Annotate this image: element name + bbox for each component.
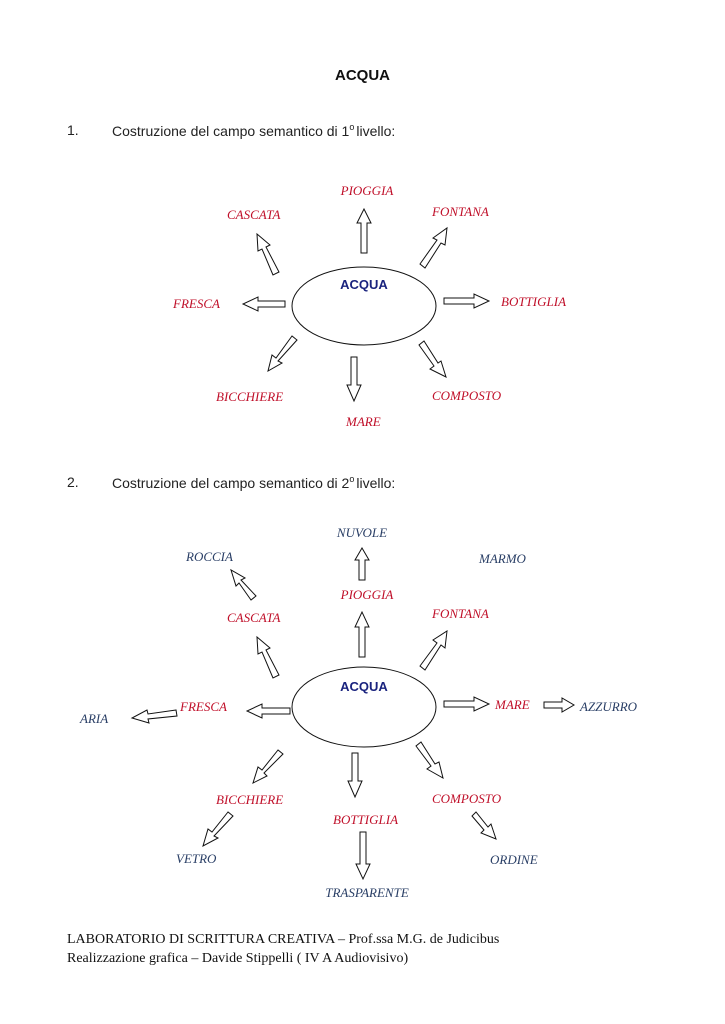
arrow-up-left-l2 <box>230 568 257 601</box>
word-fresca: FRESCA <box>172 296 220 311</box>
word-bottiglia: BOTTIGLIA <box>333 812 398 827</box>
footer: LABORATORIO DI SCRITTURA CREATIVA – Prof… <box>67 930 499 968</box>
word-roccia: ROCCIA <box>185 549 233 564</box>
word-ordine: ORDINE <box>490 852 538 867</box>
center-label: ACQUA <box>340 277 388 292</box>
arrow-up-left <box>256 635 280 679</box>
word-bicchiere: BICCHIERE <box>216 792 283 807</box>
footer-line-2: Realizzazione grafica – Davide Stippelli… <box>67 951 409 966</box>
section-text-end: livello: <box>356 123 396 139</box>
arrow-right <box>443 293 491 309</box>
arrow-down-right-l2 <box>471 811 497 840</box>
section-text-sup: o <box>349 474 355 484</box>
word-cascata: CASCATA <box>227 610 281 625</box>
word-composto: COMPOSTO <box>432 791 502 806</box>
arrow-down <box>346 356 362 403</box>
word-fresca: FRESCA <box>179 699 227 714</box>
word-fontana: FONTANA <box>431 606 489 621</box>
section-text-main: Costruzione del campo semantico di 2 <box>112 475 350 491</box>
word-nuvole: NUVOLE <box>336 525 387 540</box>
arrow-down-left <box>267 335 298 373</box>
center-ellipse <box>291 666 437 748</box>
arrow-up <box>356 207 372 254</box>
word-trasparente: TRASPARENTE <box>325 885 409 900</box>
page-title: ACQUA <box>335 67 390 84</box>
arrow-left <box>241 296 286 312</box>
diagram-1: ACQUA PI <box>172 183 566 429</box>
section-text-main: Costruzione del campo semantico di 1 <box>112 123 350 139</box>
arrow-left-l2 <box>130 709 178 724</box>
center-label: ACQUA <box>340 679 388 694</box>
arrow-down-left-l2 <box>202 811 234 848</box>
arrow-right <box>443 696 491 712</box>
arrow-left <box>245 703 291 719</box>
word-pioggia: PIOGGIA <box>340 183 394 198</box>
arrow-up <box>354 610 370 658</box>
arrow-down-l2 <box>355 831 371 881</box>
arrow-down-right <box>415 741 444 780</box>
word-bottiglia: BOTTIGLIA <box>501 294 566 309</box>
word-aria: ARIA <box>79 711 108 726</box>
arrow-down-right <box>418 340 447 378</box>
word-mare: MARE <box>345 414 381 429</box>
word-mare: MARE <box>494 697 530 712</box>
arrow-up-right <box>419 226 448 269</box>
word-marmo: MARMO <box>478 551 527 566</box>
arrow-down <box>347 752 363 799</box>
word-vetro: VETRO <box>176 851 217 866</box>
section-text-end: livello: <box>356 475 396 491</box>
center-ellipse <box>291 266 437 346</box>
word-fontana: FONTANA <box>431 204 489 219</box>
word-cascata: CASCATA <box>227 207 281 222</box>
word-composto: COMPOSTO <box>432 388 502 403</box>
word-pioggia: PIOGGIA <box>340 587 394 602</box>
section-text-sup: o <box>349 122 355 132</box>
arrow-up-left <box>256 232 280 276</box>
footer-line-1: LABORATORIO DI SCRITTURA CREATIVA – Prof… <box>67 932 500 947</box>
arrow-right-l2 <box>543 697 575 713</box>
section-number: 1. <box>67 122 79 138</box>
diagram-2: ACQUA <box>79 525 638 900</box>
arrow-down-left <box>252 749 284 784</box>
arrow-up-l2 <box>354 547 370 581</box>
word-azzurro: AZZURRO <box>579 699 638 714</box>
section-number: 2. <box>67 474 79 490</box>
word-bicchiere: BICCHIERE <box>216 389 283 404</box>
arrow-up-right <box>419 630 448 671</box>
